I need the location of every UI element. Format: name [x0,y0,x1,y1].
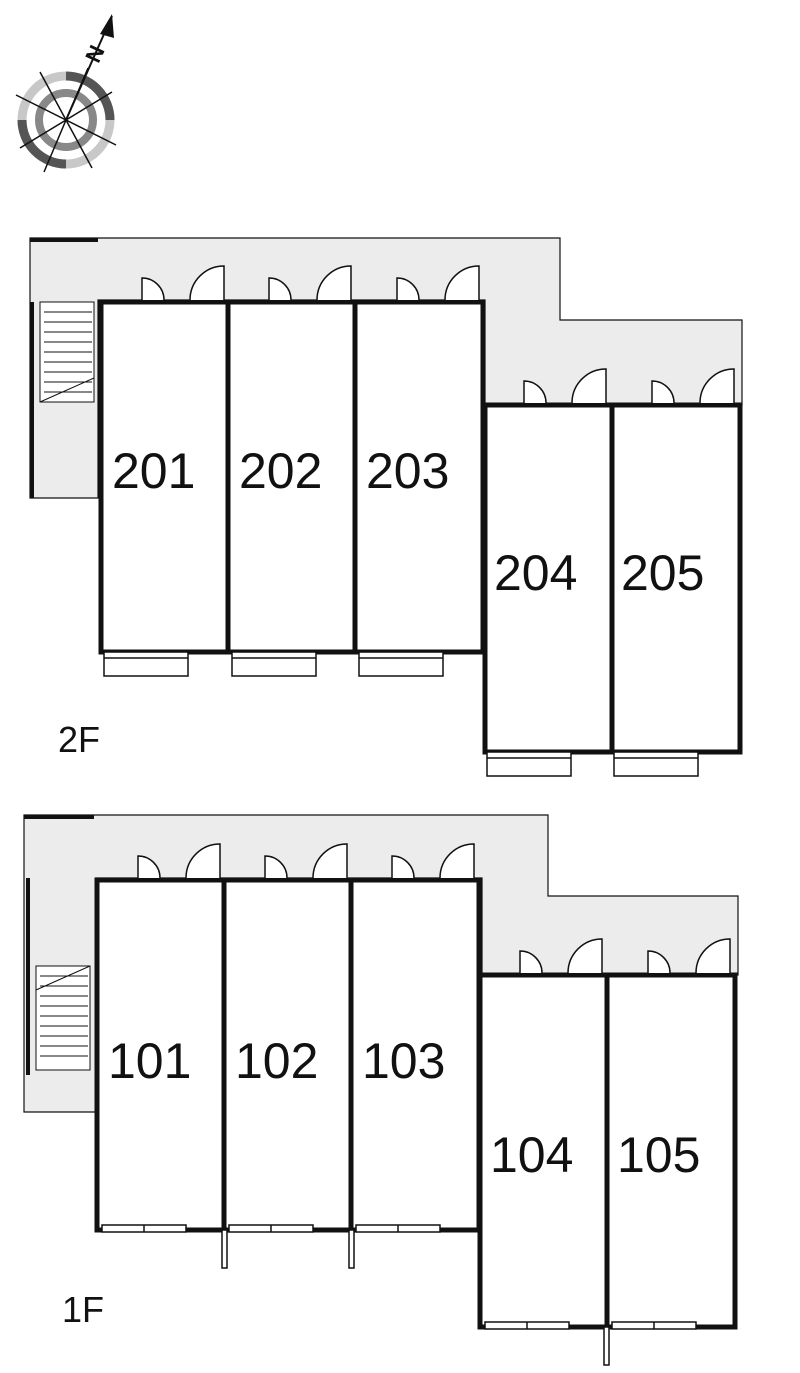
room-label-103: 103 [362,1033,445,1089]
stairs-1f [35,965,91,1071]
floor-label-1f: 1F [62,1289,104,1330]
room-102 [221,877,354,1233]
floor-2f: 201 202 203 204 205 2F [29,237,743,777]
room-105 [604,972,738,1330]
room-204 [482,402,615,755]
room-103 [348,877,482,1233]
compass-north-label: N [80,41,109,66]
room-label-203: 203 [366,443,449,499]
windows-1f [101,1224,697,1366]
room-label-205: 205 [621,545,704,601]
room-202 [225,299,358,655]
doors-1f [137,843,731,974]
room-label-104: 104 [490,1127,573,1183]
compass-icon: N [15,14,117,173]
stairs-2f [39,301,95,403]
room-label-204: 204 [494,545,577,601]
room-label-201: 201 [112,443,195,499]
doors-2f [141,265,735,404]
room-label-105: 105 [617,1127,700,1183]
floor-1f: 101 102 103 104 105 1F [23,814,739,1366]
room-label-101: 101 [108,1033,191,1089]
room-101 [94,877,227,1233]
room-205 [609,402,743,755]
room-label-202: 202 [239,443,322,499]
room-label-102: 102 [235,1033,318,1089]
windows-2f [103,651,699,777]
floor-label-2f: 2F [58,719,100,760]
